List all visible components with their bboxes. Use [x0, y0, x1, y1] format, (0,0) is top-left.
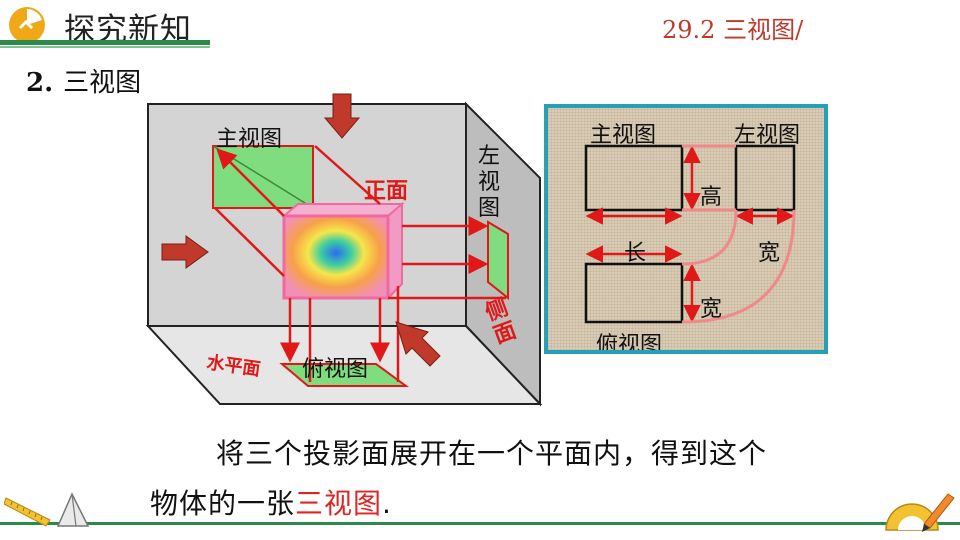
- protractor-pencil-icon: [885, 493, 955, 532]
- bottom-divider: [0, 522, 960, 525]
- lesson-label: 29.2 三视图/: [662, 16, 804, 44]
- section-number: 2.: [26, 68, 54, 98]
- view-arrow-left: [161, 235, 209, 269]
- section-heading: 2. 三视图: [26, 62, 141, 99]
- left-view-box: [734, 144, 796, 212]
- ruler-pyramid-icon: [4, 492, 90, 527]
- title-underline: [0, 40, 210, 45]
- section-title: 三视图: [63, 68, 142, 98]
- unfolded-front-view-label: 主视图: [590, 123, 656, 148]
- highlight-three-views: 三视图: [295, 487, 383, 520]
- colorful-cube: [282, 214, 390, 300]
- top-view-label: 俯视图: [302, 357, 368, 382]
- left-view-vertical-label: 左视图: [478, 144, 501, 221]
- title-underline-thin: [0, 46, 210, 48]
- view-arrow-top: [323, 93, 361, 139]
- front-view-box: [584, 144, 684, 212]
- pie-logo-icon: [9, 7, 45, 43]
- unfolded-left-view-label: 左视图: [734, 123, 800, 148]
- front-view-label: 主视图: [216, 127, 282, 152]
- width-label-bottom: 宽: [700, 297, 722, 322]
- top-view-shape: [279, 363, 410, 387]
- header: 探究新知 29.2 三视图/: [0, 0, 960, 52]
- front-plane-label: 正面: [364, 179, 408, 204]
- view-arrow-bottom: [395, 321, 441, 367]
- three-view-panel: 主视图 左视图 俯视图 高 长 宽 宽: [544, 104, 828, 354]
- length-label: 长: [624, 241, 646, 266]
- width-label-right: 宽: [758, 241, 780, 266]
- paragraph-line-2-post: .: [382, 487, 392, 520]
- height-label: 高: [700, 185, 722, 210]
- unfolded-top-view-label: 俯视图: [596, 333, 662, 350]
- top-view-box: [584, 262, 684, 324]
- paragraph-line-2-pre: 物体的一张: [150, 487, 296, 520]
- paragraph-line-1: 将三个投影面展开在一个平面内，得到这个: [216, 437, 768, 470]
- projection-3d-figure: 主视图 正面 俯视图 水平面: [145, 93, 543, 407]
- paragraph-line-2: 物体的一张三视图.: [150, 482, 392, 522]
